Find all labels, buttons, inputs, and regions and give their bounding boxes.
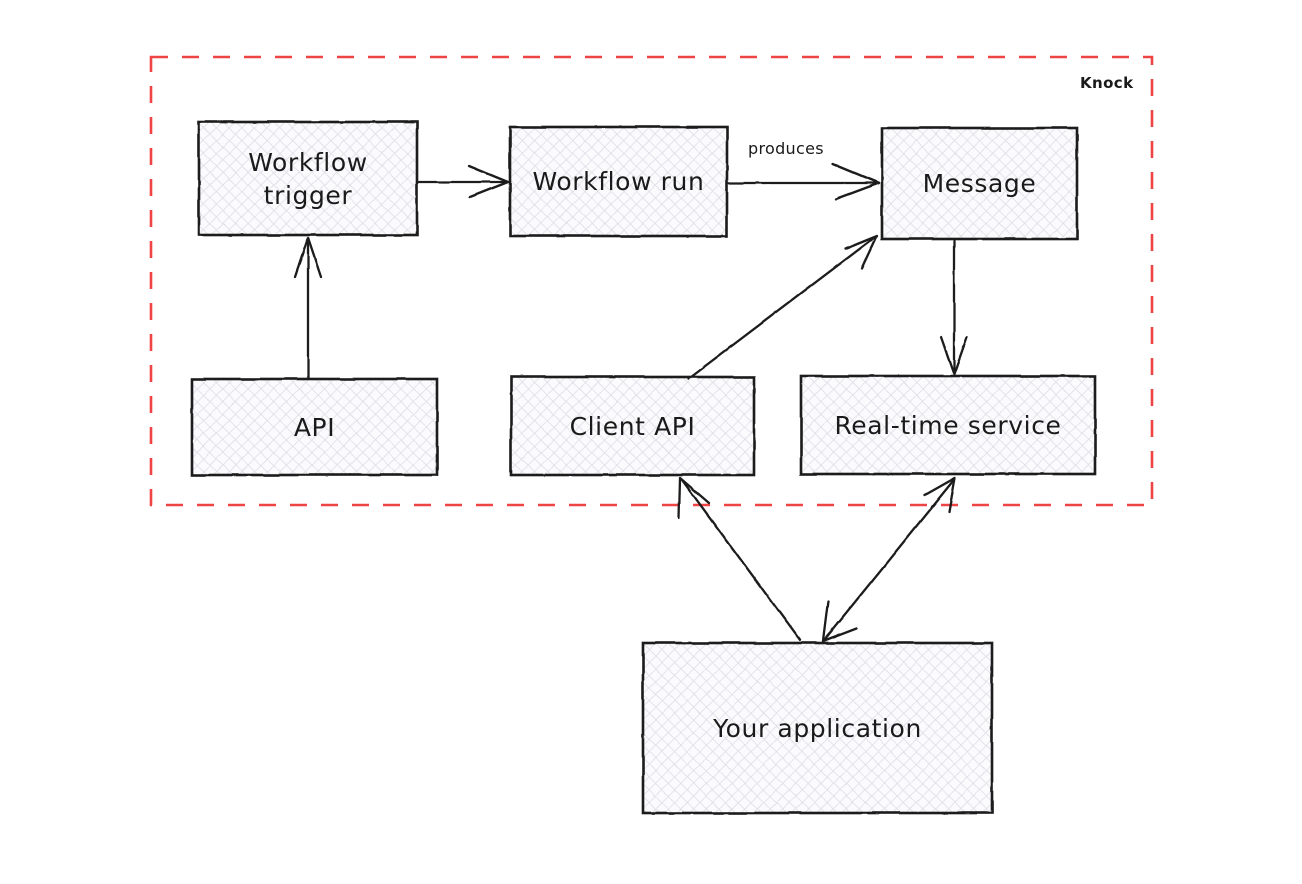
edge-trigger-to-run bbox=[417, 164, 510, 199]
node-api-shape bbox=[190, 377, 439, 477]
edge-app-to-clientapi bbox=[677, 476, 802, 642]
node-workflow-run-shape bbox=[508, 125, 729, 238]
knock-boundary-label: Knock bbox=[1080, 74, 1134, 92]
node-workflow-trigger-shape bbox=[197, 120, 419, 237]
node-message-shape bbox=[880, 126, 1079, 241]
edge-message-to-realtime bbox=[939, 239, 969, 376]
edge-label-produces: produces bbox=[748, 139, 824, 158]
edge-run-to-message bbox=[727, 162, 881, 201]
edge-lines bbox=[293, 162, 969, 643]
knock-boundary bbox=[149, 55, 1154, 507]
node-shapes bbox=[190, 120, 1097, 815]
edge-app-and-realtime bbox=[821, 476, 957, 643]
edge-clientapi-to-message bbox=[686, 234, 879, 381]
node-real-time-service-shape bbox=[799, 374, 1097, 476]
edge-api-to-trigger bbox=[293, 236, 323, 380]
node-your-application-shape bbox=[641, 641, 994, 815]
node-client-api-shape bbox=[509, 375, 756, 477]
